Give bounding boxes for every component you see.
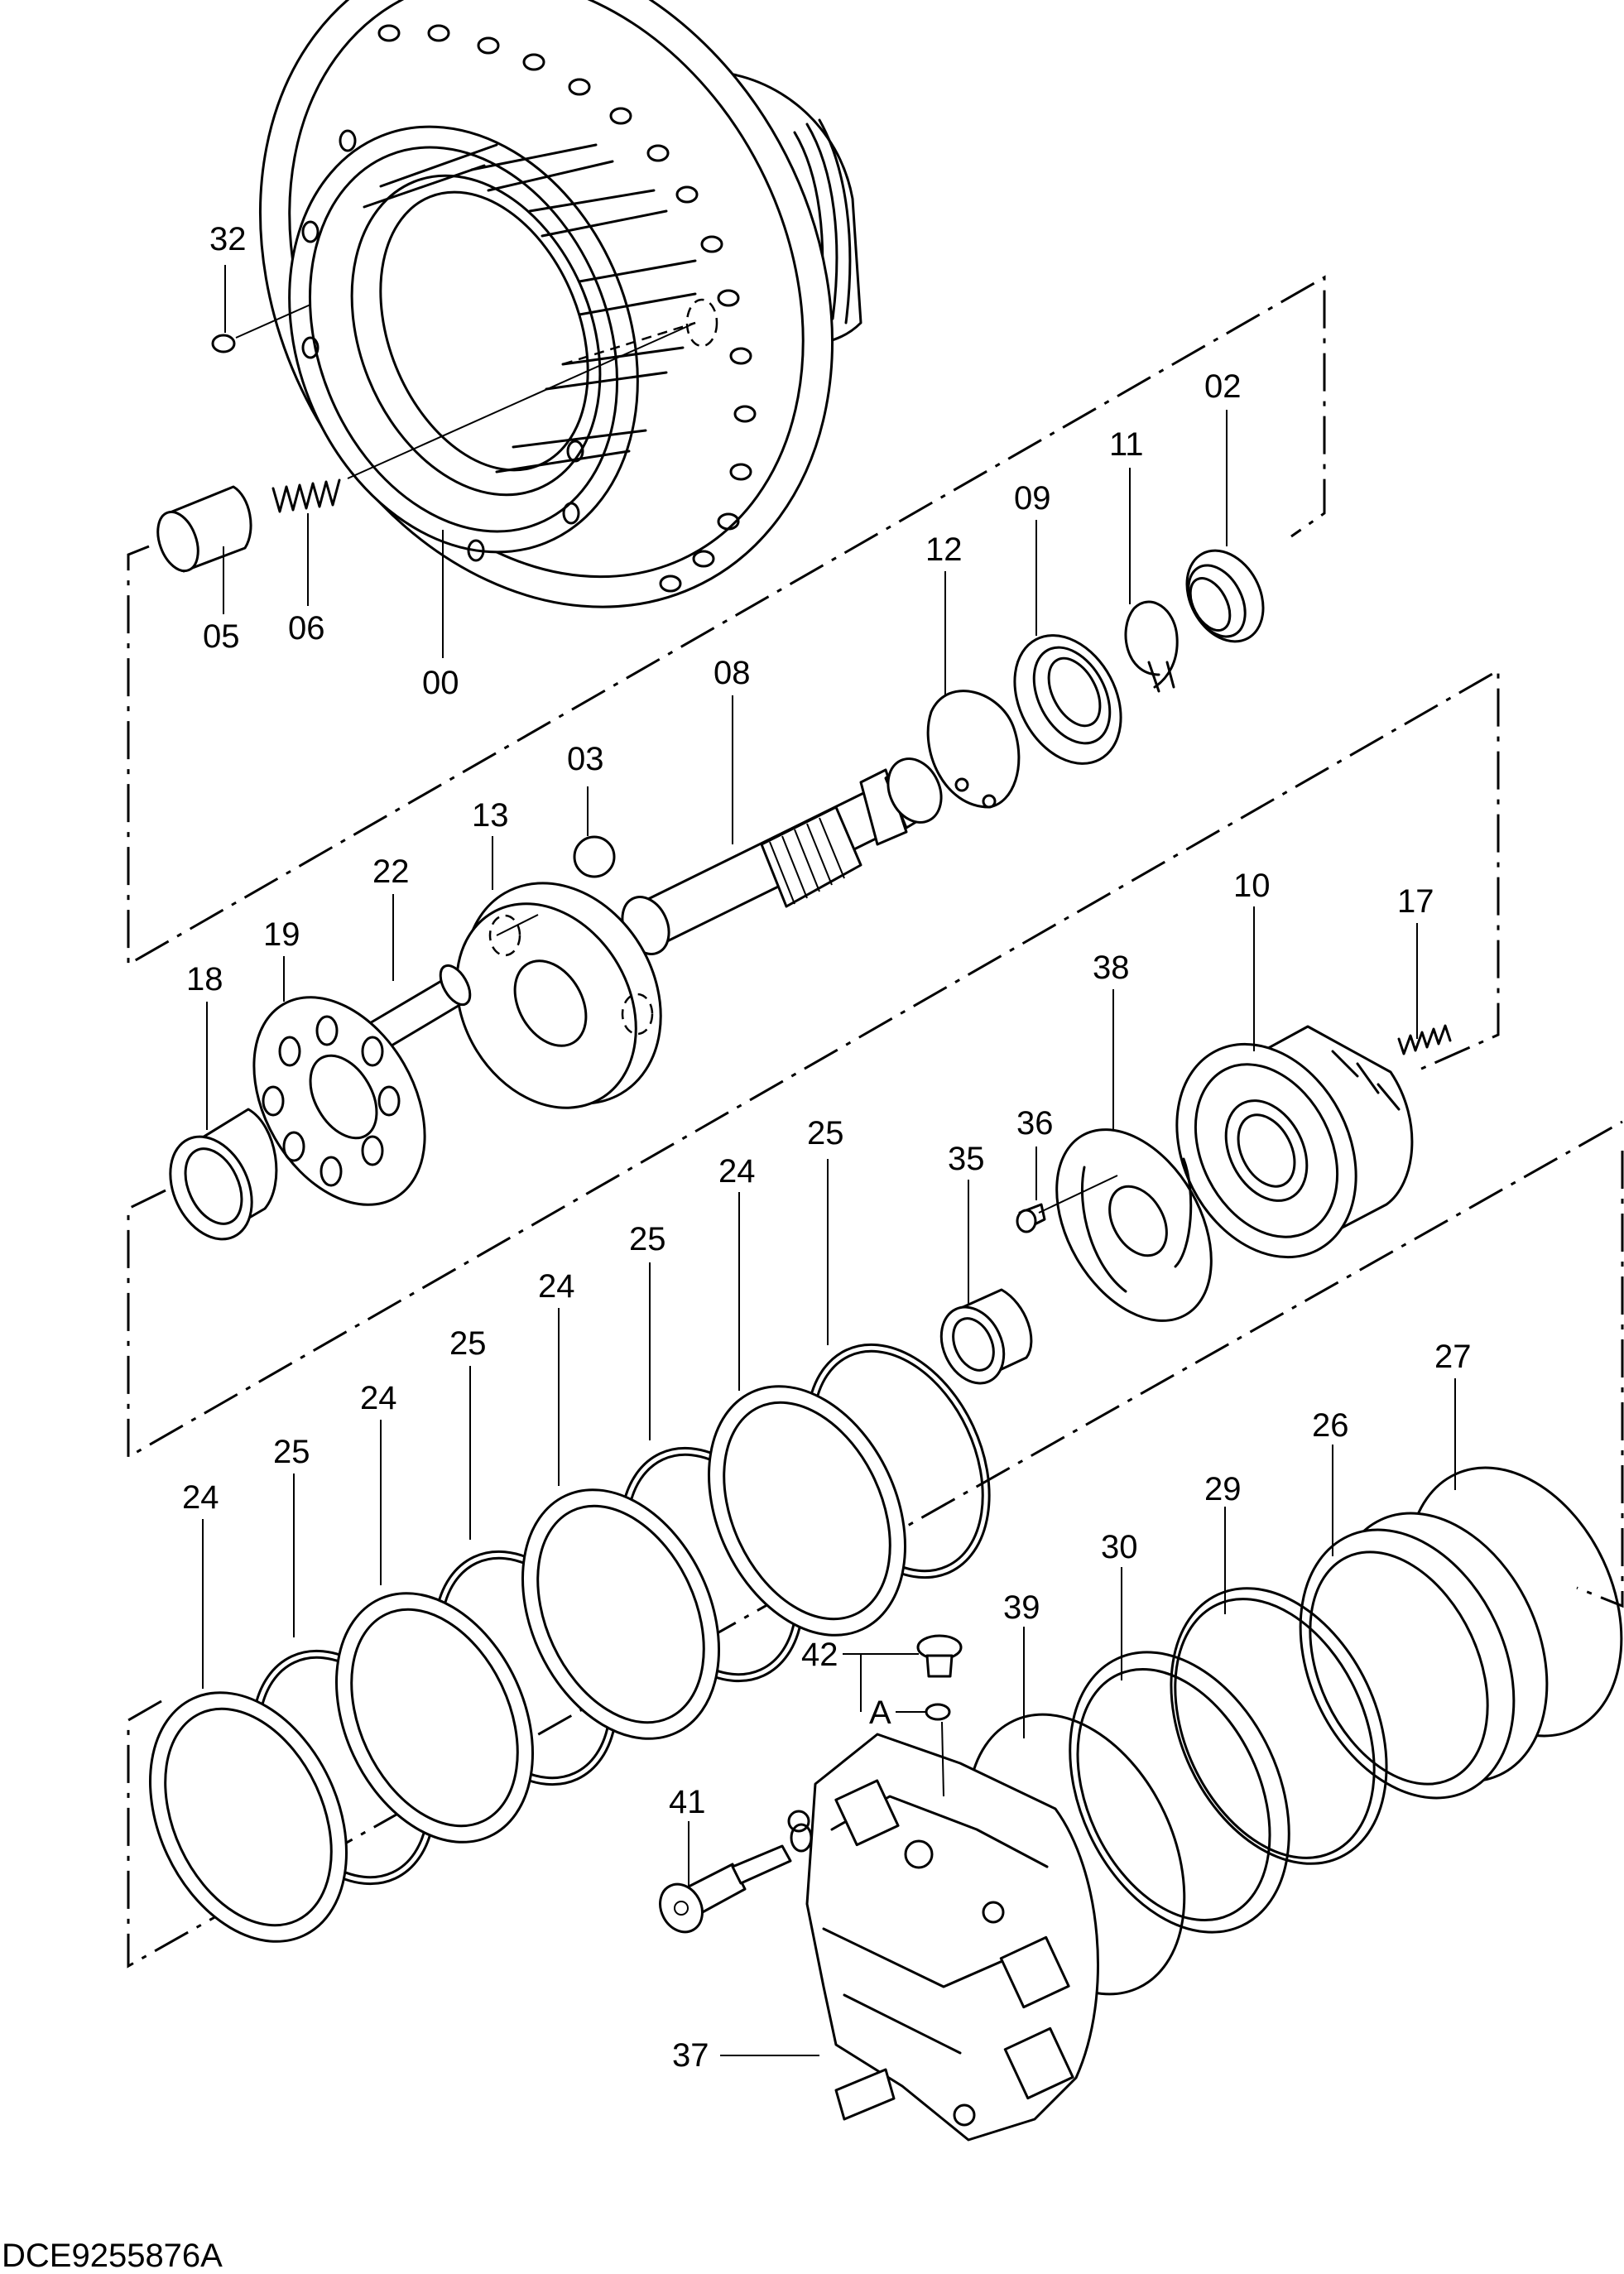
label-29: 29 xyxy=(1204,1471,1242,1507)
label-25-b: 25 xyxy=(629,1221,666,1257)
part-03-ball xyxy=(573,835,616,878)
label-24-b: 24 xyxy=(538,1268,575,1305)
label-22: 22 xyxy=(372,853,410,890)
leader-lines xyxy=(202,265,1456,2056)
label-30: 30 xyxy=(1101,1529,1138,1565)
part-18-bushing xyxy=(169,1108,278,1241)
label-03: 03 xyxy=(567,741,604,777)
label-19: 19 xyxy=(263,916,300,953)
label-35: 35 xyxy=(948,1141,985,1177)
part-29-plate xyxy=(1170,1587,1388,1865)
label-24-a: 24 xyxy=(718,1153,756,1190)
part-38-valve-plate xyxy=(1055,1128,1213,1322)
label-00: 00 xyxy=(422,665,459,701)
label-25-a: 25 xyxy=(807,1115,844,1151)
part-05-plug xyxy=(156,485,252,573)
label-32: 32 xyxy=(209,221,247,257)
part-19-retainer-plate xyxy=(252,996,426,1206)
label-10: 10 xyxy=(1233,868,1271,904)
part-30-plate xyxy=(1069,1651,1290,1934)
label-37: 37 xyxy=(672,2037,709,2074)
part-32-oring xyxy=(211,334,236,353)
label-36: 36 xyxy=(1016,1105,1054,1142)
label-25-c: 25 xyxy=(449,1325,487,1362)
part-02-seal xyxy=(1185,549,1265,643)
part-10-cylinder-block xyxy=(1175,1025,1414,1259)
label-26: 26 xyxy=(1312,1407,1349,1444)
part-08-shaft xyxy=(621,757,943,955)
label-08: 08 xyxy=(714,655,751,691)
part-17-spring xyxy=(1397,1024,1452,1055)
label-09: 09 xyxy=(1014,480,1051,517)
label-02: 02 xyxy=(1204,368,1242,405)
drawing-code: DCE9255876A xyxy=(2,2238,223,2274)
label-18: 18 xyxy=(186,961,223,998)
part-labels: 32 05 06 00 02 11 09 12 08 03 13 22 19 1… xyxy=(182,221,1472,2074)
label-42: 42 xyxy=(801,1637,838,1673)
label-06: 06 xyxy=(288,610,325,647)
label-25-d: 25 xyxy=(273,1434,310,1470)
part-A-oring xyxy=(925,1703,951,1721)
label-24-c: 24 xyxy=(360,1380,397,1416)
label-A: A xyxy=(869,1695,891,1731)
part-11-snap-ring xyxy=(1124,600,1179,693)
label-13: 13 xyxy=(472,797,509,834)
part-35-needle-bearing xyxy=(939,1288,1033,1385)
label-11: 11 xyxy=(1109,426,1144,463)
part-24-discs xyxy=(149,1385,906,1943)
label-12: 12 xyxy=(925,531,963,568)
label-05: 05 xyxy=(203,618,240,655)
part-13-swash-plate xyxy=(455,882,662,1109)
part-36-pin xyxy=(1016,1203,1046,1233)
label-24-d: 24 xyxy=(182,1479,219,1516)
part-26-piston xyxy=(1299,1512,1549,1800)
part-09-bearing xyxy=(1013,634,1122,765)
part-06-spring xyxy=(271,478,341,513)
label-17: 17 xyxy=(1397,883,1434,920)
part-41-bolt xyxy=(659,1844,792,1934)
label-41: 41 xyxy=(669,1784,706,1820)
part-housing xyxy=(259,0,862,608)
part-37-valve-body xyxy=(787,1733,1099,2142)
label-39: 39 xyxy=(1003,1589,1040,1626)
label-38: 38 xyxy=(1093,950,1130,986)
label-27: 27 xyxy=(1434,1339,1472,1375)
part-12-retaining-ring xyxy=(926,690,1021,809)
part-42-plug xyxy=(916,1634,963,1678)
